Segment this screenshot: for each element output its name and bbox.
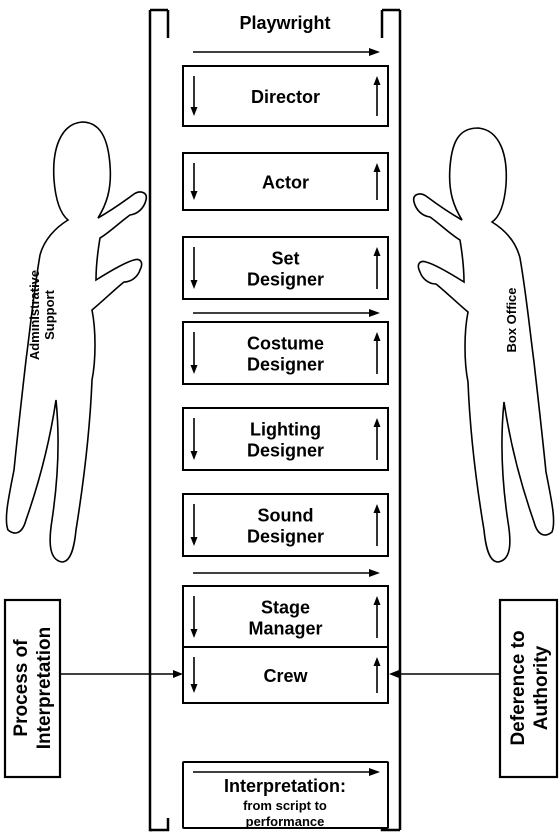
rung-label-line: Sound — [258, 506, 314, 526]
right-figure-label: Box Office — [504, 287, 519, 352]
left-figure-label-line1: Administrative — [27, 270, 42, 360]
right-connector-arrow — [389, 670, 500, 678]
right-box-line2: Authority — [531, 645, 552, 730]
top-label: Playwright — [239, 13, 330, 33]
interpretation-line2: from script to — [243, 798, 327, 813]
rung-label-line: Designer — [247, 527, 324, 547]
right-arrow-low — [193, 569, 380, 577]
right-arrow-top — [193, 48, 380, 56]
ladder-inner-left — [150, 10, 168, 830]
interpretation-box: Interpretation: from script to performan… — [183, 762, 388, 829]
rung-group: DirectorActorSetDesignerCostumeDesignerL… — [183, 66, 388, 703]
rung-label-line: Set — [271, 249, 299, 269]
left-box-line2: Interpretation — [34, 627, 55, 749]
left-connector-arrow — [60, 670, 183, 678]
rung-7: Crew — [183, 647, 388, 703]
interpretation-line3: performance — [246, 814, 325, 829]
left-figure-label-line2: Support — [42, 289, 57, 339]
right-figure — [414, 128, 554, 562]
left-box-line1: Process of — [11, 639, 32, 737]
deference-to-authority-box: Deference to Authority — [500, 600, 557, 777]
right-figure-body — [414, 128, 554, 562]
rung-label-line: Designer — [247, 441, 324, 461]
rung-label-line: Stage — [261, 598, 310, 618]
ladder-left-rail — [150, 10, 152, 830]
rung-label-line: Designer — [247, 355, 324, 375]
rung-1: Actor — [183, 153, 388, 210]
rung-label-line: Manager — [248, 619, 322, 639]
rung-label-line: Director — [251, 87, 320, 107]
rung-label-line: Crew — [263, 666, 308, 686]
rung-0: Director — [183, 66, 388, 126]
interpretation-title: Interpretation: — [224, 776, 346, 796]
rung-label-line: Actor — [262, 173, 309, 193]
right-box-line1: Deference to — [508, 630, 529, 745]
right-arrow-mid — [193, 309, 380, 317]
rung-label-line: Costume — [247, 334, 324, 354]
rung-label-line: Lighting — [250, 420, 321, 440]
process-of-interpretation-box: Process of Interpretation — [5, 600, 60, 777]
rung-label-line: Designer — [247, 270, 324, 290]
